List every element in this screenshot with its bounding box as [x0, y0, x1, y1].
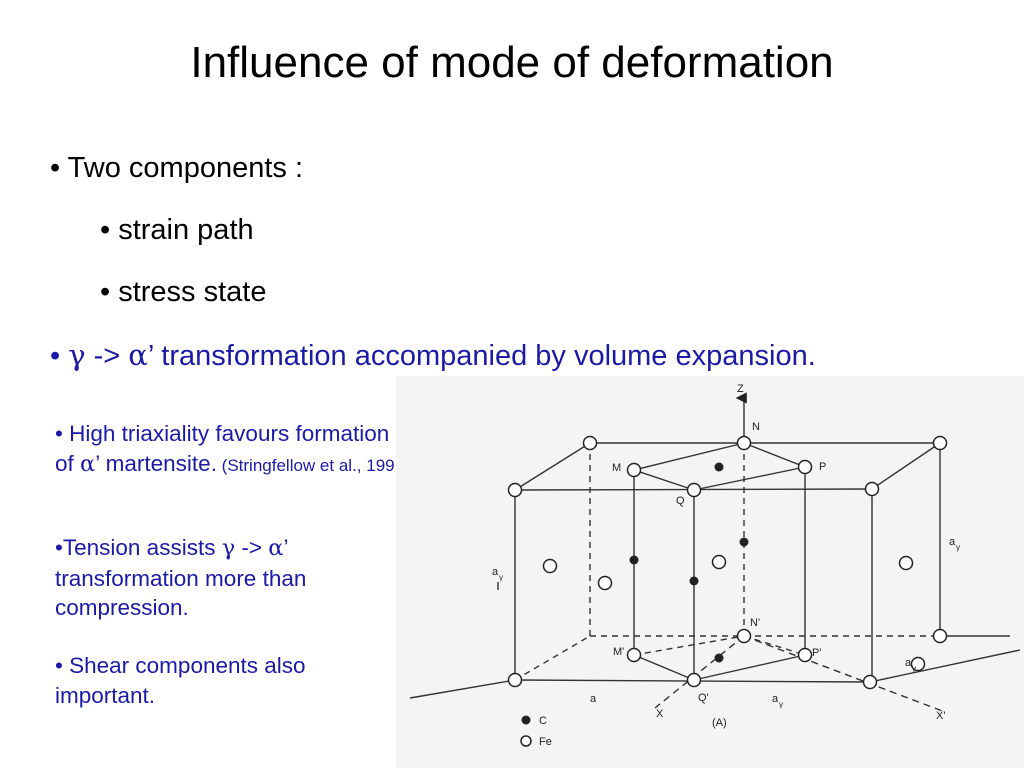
a-bottom-label: a [590, 693, 597, 705]
fe-atom [898, 555, 914, 571]
svg-text:γ: γ [499, 573, 503, 582]
sub-bullet-tension: •Tension assists γ -> α’ transformation … [55, 533, 385, 623]
triaxiality-martensite: ’ martensite. [95, 450, 217, 476]
svg-text:a: a [492, 566, 499, 578]
inner-cell-hidden-edge [743, 635, 806, 656]
fe-atom [626, 462, 642, 478]
a-gamma-left-label: a γ [492, 566, 503, 582]
m-prime-label: M' [613, 646, 624, 658]
a-gamma-lower-right-label: a γ [905, 657, 916, 673]
fe-atom [910, 656, 926, 672]
base-line-left [409, 679, 516, 699]
tension-start: •Tension assists [55, 535, 222, 560]
arrow-text: -> [85, 340, 129, 372]
prime-mark: ’ [283, 535, 289, 560]
carbon-atom [714, 653, 724, 663]
svg-text:γ: γ [912, 664, 916, 673]
alpha-symbol: α [268, 535, 284, 561]
fe-atom [507, 672, 523, 688]
a-gamma-bottom-label: a γ [772, 693, 783, 709]
inner-cell-edge [633, 654, 695, 681]
legend-carbon-symbol [521, 715, 531, 725]
gamma-symbol: γ [221, 535, 236, 561]
arrow-text: -> [235, 535, 269, 560]
n-prime-label: N' [750, 617, 760, 629]
fe-atom [626, 647, 642, 663]
inner-cell-edge [633, 469, 695, 491]
inner-cell-edge [743, 442, 806, 468]
tension-rest: transformation more than compression. [55, 565, 307, 621]
p-prime-label: P' [812, 647, 821, 659]
q-label: Q [676, 495, 685, 507]
bullet-strain-path: • strain path [100, 214, 254, 246]
svg-text:γ: γ [956, 543, 960, 552]
carbon-atom [714, 462, 724, 472]
carbon-atom [689, 576, 699, 586]
crystal-lattice-figure: Z N M P Q N' M' P' Q' X X' a γ a γ a γ a… [396, 376, 1024, 768]
lattice-diagram: Z N M P Q N' M' P' Q' X X' a γ a γ a γ a… [409, 383, 1021, 748]
fe-atom [597, 575, 613, 591]
fe-atom [797, 647, 813, 663]
inner-cell-edge [693, 466, 806, 491]
svg-text:a: a [949, 536, 956, 548]
x-prime-label: X' [936, 710, 945, 722]
figure-caption: (A) [712, 717, 727, 729]
hidden-edge [514, 635, 591, 681]
svg-text:a: a [772, 693, 779, 705]
base-line-right [869, 649, 1021, 683]
fe-atom [736, 628, 752, 644]
a-gamma-right-label: a γ [949, 536, 960, 552]
top-edge [871, 442, 941, 490]
n-label: N [752, 421, 760, 433]
fe-atom [686, 672, 702, 688]
x-label: X [656, 708, 664, 720]
fe-atom [582, 435, 598, 451]
legend-fe-symbol [520, 735, 532, 747]
transformation-text: ’ transformation accompanied by volume e… [147, 340, 816, 372]
fe-atom [932, 628, 948, 644]
triaxiality-of: of [55, 450, 81, 476]
p-label: P [819, 461, 826, 473]
inner-cell-edge [633, 442, 745, 471]
bullet-stress-state: • stress state [100, 276, 267, 308]
fe-atom [862, 674, 878, 690]
bullet-marker: • [50, 340, 69, 372]
m-label: M [612, 462, 621, 474]
gamma-symbol: γ [68, 338, 86, 372]
bullet-transformation: • γ -> α’ transformation accompanied by … [50, 338, 816, 373]
svg-text:a: a [905, 657, 912, 669]
fe-atom [711, 554, 727, 570]
z-label: Z [737, 383, 744, 395]
fe-atom [864, 481, 880, 497]
sub-bullet-shear: • Shear components also important. [55, 653, 306, 708]
fe-atom [542, 558, 558, 574]
legend-carbon-label: C [539, 715, 547, 727]
carbon-atom [629, 555, 639, 565]
q-prime-label: Q' [698, 692, 709, 704]
carbon-atom [739, 537, 749, 547]
alpha-symbol: α [128, 338, 148, 372]
sub-bullet-triaxiality: • High triaxiality favours formation of … [55, 419, 485, 479]
slide-title: Influence of mode of deformation [190, 38, 834, 87]
fe-atom [932, 435, 948, 451]
svg-text:γ: γ [779, 700, 783, 709]
triaxiality-line1: • High triaxiality favours formation [55, 421, 390, 446]
fe-atom [797, 459, 813, 475]
inner-cell-edge [693, 654, 806, 681]
citation: (Stringfellow et al., 1991) [216, 455, 410, 475]
bullet-two-components: • Two components : [50, 152, 304, 184]
top-edge [514, 442, 591, 491]
alpha-symbol: α [80, 450, 96, 477]
legend-fe-label: Fe [539, 736, 552, 748]
inner-cell-hidden-edge [633, 635, 745, 656]
fe-atom [736, 435, 752, 451]
fe-atom [686, 482, 702, 498]
fe-atom [507, 482, 523, 498]
